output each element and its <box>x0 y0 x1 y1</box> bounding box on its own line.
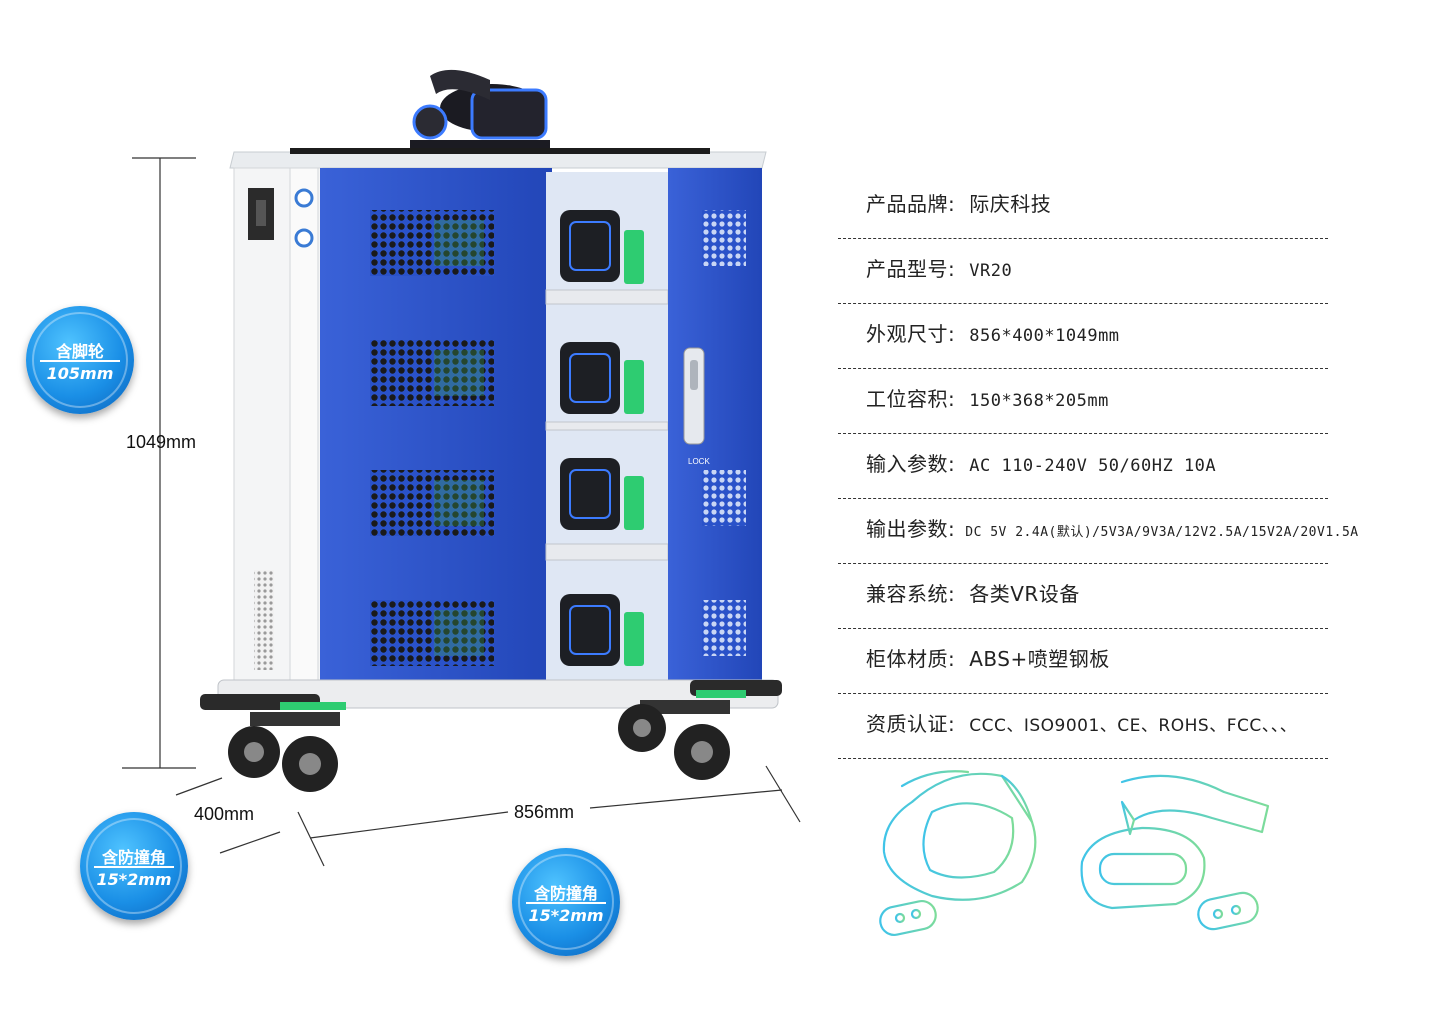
spec-label: 柜体材质: <box>866 647 956 671</box>
badge-title: 含防撞角 <box>533 884 598 903</box>
caster-height-badge: 含脚轮 105mm <box>26 306 134 414</box>
badge-title: 含脚轮 <box>55 342 104 361</box>
spec-row-certification: 资质认证: CCC、ISO9001、CE、ROHS、FCC、、、 <box>838 704 1328 768</box>
spec-value: DC 5V 2.4A(默认)/5V3A/9V3A/12V2.5A/15V2A/2… <box>965 525 1359 540</box>
spec-value: 150*368*205mm <box>969 391 1109 411</box>
spec-row-brand: 产品品牌: 际庆科技 <box>838 184 1328 248</box>
corner-guard-badge-left: 含防撞角 15*2mm <box>80 812 188 920</box>
spec-divider <box>838 758 1328 759</box>
corner-guard-badge-bottom: 含防撞角 15*2mm <box>512 848 620 956</box>
spec-row-output: 输出参数: DC 5V 2.4A(默认)/5V3A/9V3A/12V2.5A/15… <box>838 509 1358 573</box>
spec-divider <box>838 628 1328 629</box>
spec-label: 外观尺寸: <box>866 322 956 346</box>
spec-value: VR20 <box>969 261 1013 281</box>
spec-row-input: 输入参数: AC 110-240V 50/60HZ 10A <box>838 444 1328 508</box>
spec-label: 产品品牌: <box>866 192 956 216</box>
badge-value: 15*2mm <box>94 866 174 889</box>
width-dimension-label: 856mm <box>514 802 575 822</box>
spec-row-compatibility: 兼容系统: 各类VR设备 <box>838 574 1328 638</box>
spec-row-material: 柜体材质: ABS+喷塑钢板 <box>838 639 1328 703</box>
spec-value: 各类VR设备 <box>969 582 1080 606</box>
spec-label: 输出参数: <box>866 517 956 541</box>
badge-value: 15*2mm <box>526 902 606 925</box>
spec-divider <box>838 498 1328 499</box>
spec-divider <box>838 303 1328 304</box>
height-dimension-label: 1049mm <box>126 432 197 452</box>
charging-cabinet-image: LOCK <box>200 69 782 792</box>
depth-dimension-label: 400mm <box>194 804 255 824</box>
spec-divider <box>838 238 1328 239</box>
lock-label: LOCK <box>688 457 710 466</box>
spec-row-slot-volume: 工位容积: 150*368*205mm <box>838 379 1328 443</box>
badge-title: 含防撞角 <box>101 848 166 867</box>
spec-divider <box>838 433 1328 434</box>
spec-value: 856*400*1049mm <box>969 326 1120 346</box>
badge-value: 105mm <box>40 360 120 383</box>
spec-label: 资质认证: <box>866 712 956 736</box>
spec-value: AC 110-240V 50/60HZ 10A <box>969 456 1217 476</box>
spec-label: 产品型号: <box>866 257 956 281</box>
spec-label: 输入参数: <box>866 452 956 476</box>
spec-row-model: 产品型号: VR20 <box>838 249 1328 313</box>
spec-divider <box>838 563 1328 564</box>
vr-headset-top <box>410 69 550 148</box>
spec-row-dimensions: 外观尺寸: 856*400*1049mm <box>838 314 1328 378</box>
spec-value: CCC、ISO9001、CE、ROHS、FCC、、、 <box>969 716 1298 736</box>
spec-value: ABS+喷塑钢板 <box>969 647 1110 671</box>
spec-value: 际庆科技 <box>969 192 1052 216</box>
spec-label: 兼容系统: <box>866 582 956 606</box>
spec-divider <box>838 693 1328 694</box>
spec-divider <box>838 368 1328 369</box>
spec-label: 工位容积: <box>866 387 956 411</box>
vr-outline-illustration <box>879 770 1270 937</box>
